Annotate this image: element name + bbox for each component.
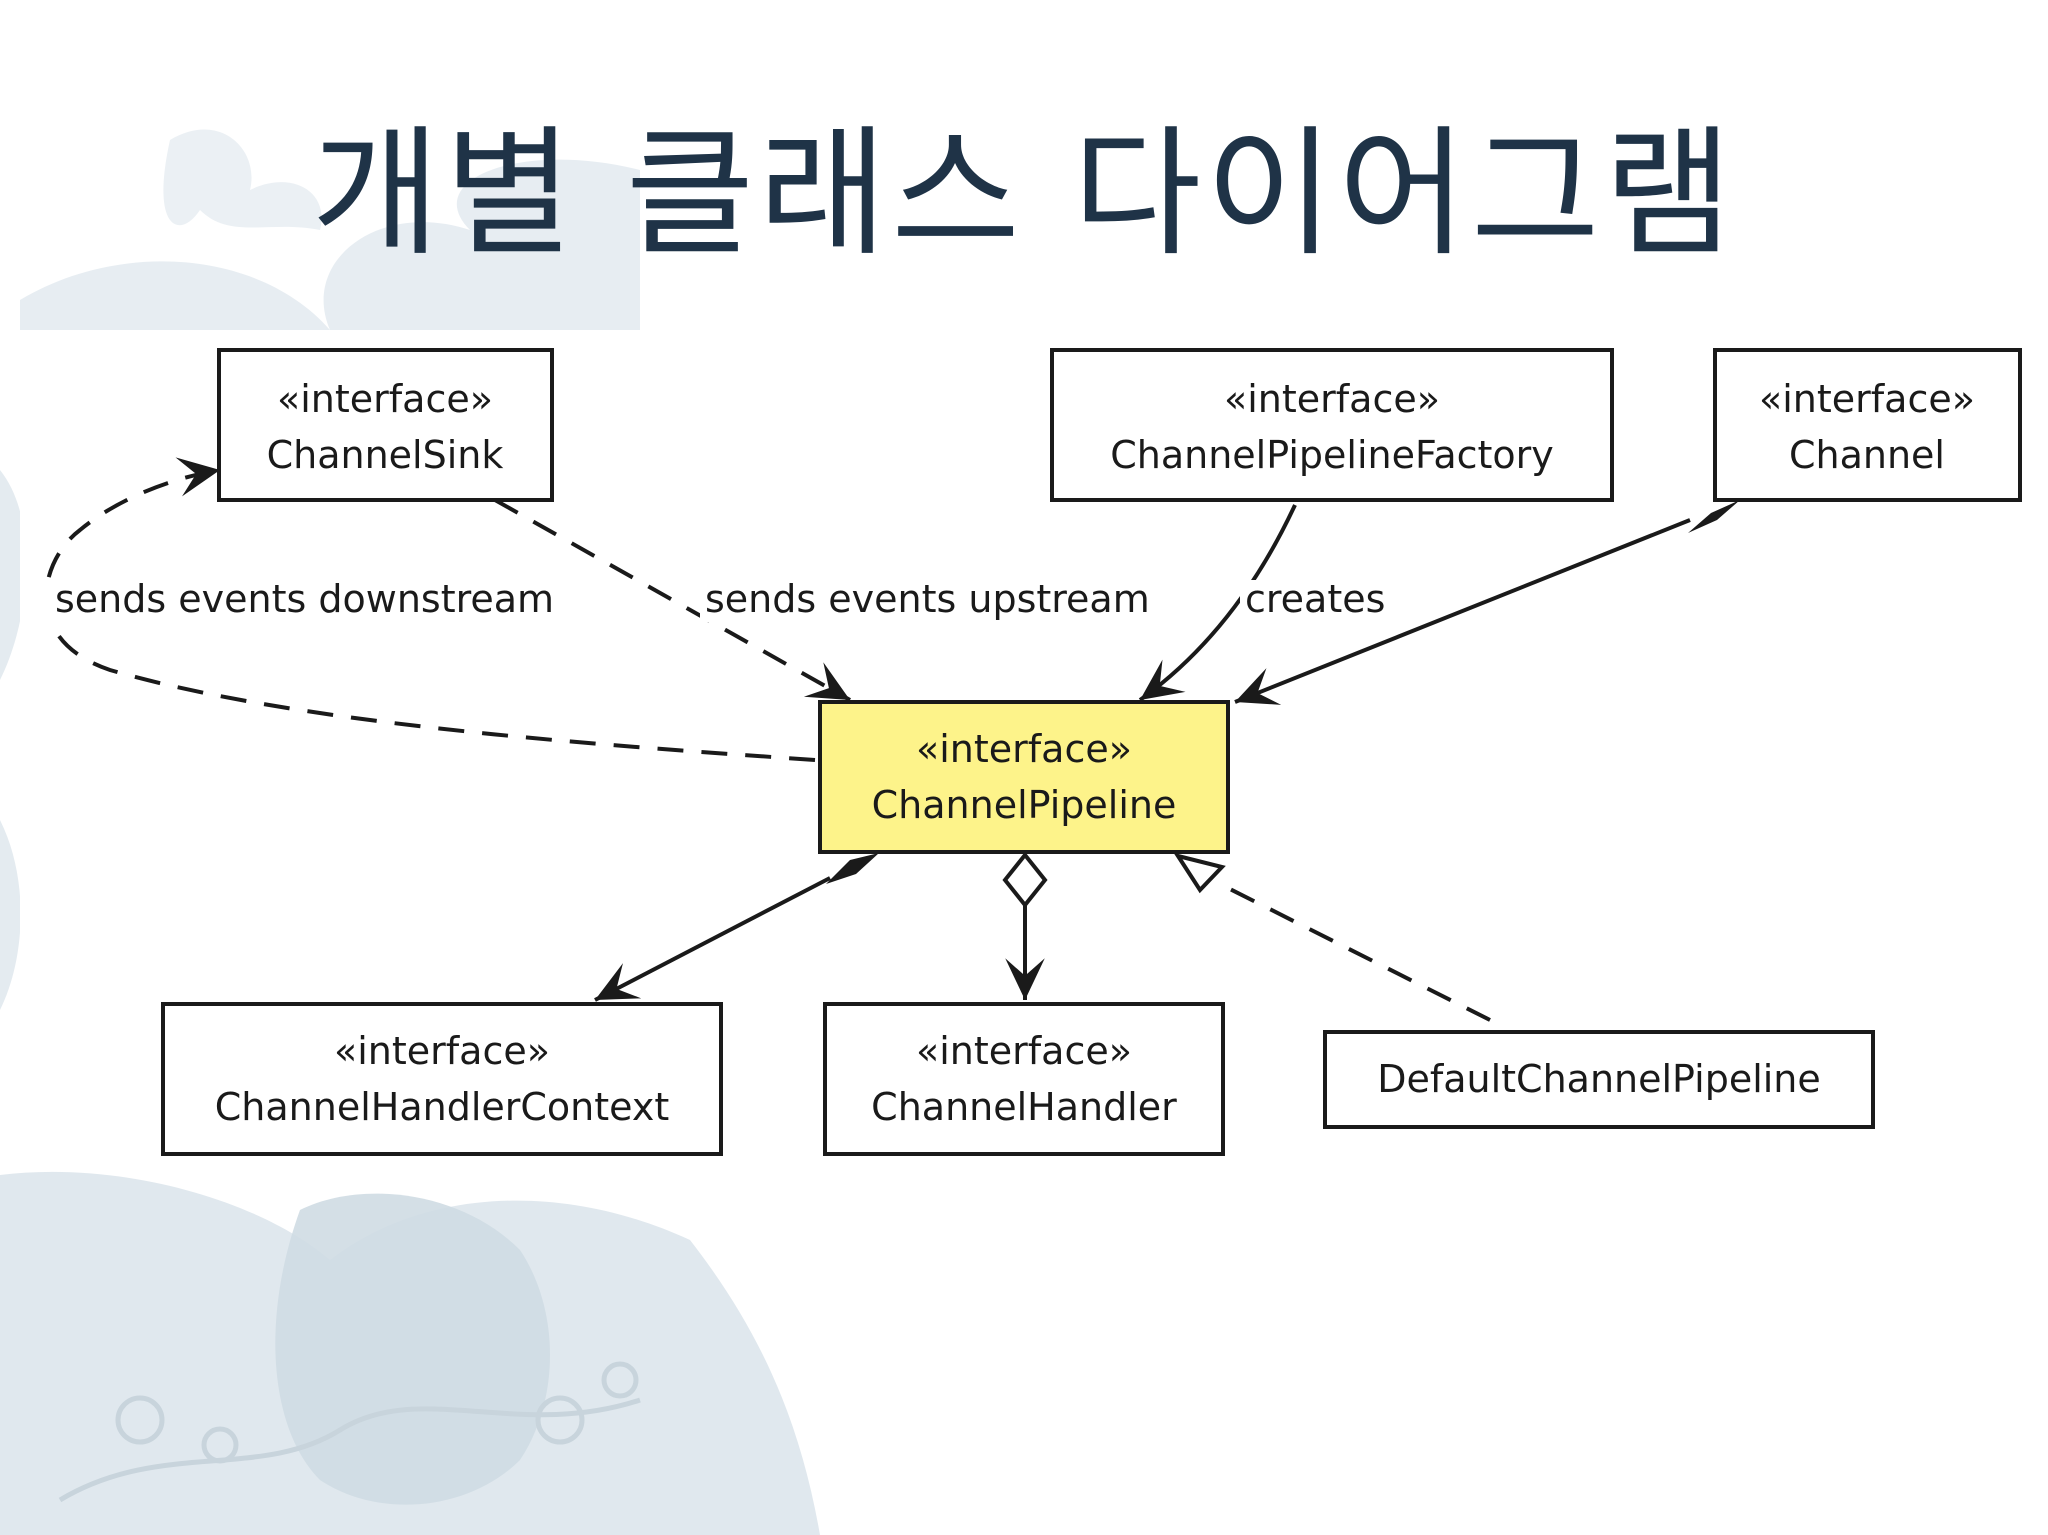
class-box-channel-handler: «interface» ChannelHandler	[823, 1002, 1225, 1156]
slide-title: 개별 클래스 다이어그램	[311, 113, 1737, 276]
aggregation-diamond-handler	[1002, 851, 1048, 909]
stereotype-label: «interface»	[916, 727, 1132, 771]
class-box-channel-pipeline-factory: «interface» ChannelPipelineFactory	[1050, 348, 1614, 502]
stereotype-label: «interface»	[1759, 377, 1975, 421]
stereotype-label: «interface»	[334, 1029, 550, 1073]
class-name: DefaultChannelPipeline	[1377, 1057, 1821, 1101]
composition-diamond-context	[826, 853, 879, 884]
ornament-vine	[58, 1397, 641, 1503]
ornament-left-edge	[0, 470, 27, 1010]
edge-sends-events-upstream	[494, 498, 851, 702]
class-name: ChannelPipeline	[872, 783, 1177, 827]
class-box-channel-handler-context: «interface» ChannelHandlerContext	[161, 1002, 723, 1156]
edge-context-composition	[594, 876, 831, 1002]
class-box-channel-sink: «interface» ChannelSink	[217, 348, 554, 502]
class-name: ChannelHandlerContext	[215, 1085, 670, 1129]
edge-channel-composition	[1234, 518, 1691, 705]
class-name: ChannelPipelineFactory	[1110, 433, 1554, 477]
class-box-default-channel-pipeline: DefaultChannelPipeline	[1323, 1030, 1875, 1129]
label-creates: creates	[1245, 577, 1385, 621]
ornament-curl	[601, 1361, 639, 1399]
realization-triangle	[1173, 852, 1226, 894]
ornament-curl	[535, 1395, 585, 1445]
edge-sends-events-downstream	[44, 457, 816, 762]
stereotype-label: «interface»	[1224, 377, 1440, 421]
class-box-channel-pipeline: «interface» ChannelPipeline	[818, 700, 1230, 854]
class-name: ChannelHandler	[871, 1085, 1177, 1129]
edge-realization	[1221, 883, 1491, 1022]
stereotype-label: «interface»	[916, 1029, 1132, 1073]
ornament-bird	[163, 129, 322, 230]
class-box-channel: «interface» Channel	[1713, 348, 2022, 502]
stereotype-label: «interface»	[277, 377, 493, 421]
class-name: ChannelSink	[267, 433, 504, 477]
label-sends-events-downstream: sends events downstream	[55, 577, 554, 621]
ornament-swirl-top-left	[20, 159, 640, 330]
composition-diamond-channel	[1688, 500, 1740, 533]
class-name: Channel	[1789, 433, 1945, 477]
label-sends-events-upstream: sends events upstream	[705, 577, 1150, 621]
edge-creates	[1138, 504, 1297, 702]
ornament-curl	[115, 1395, 165, 1445]
